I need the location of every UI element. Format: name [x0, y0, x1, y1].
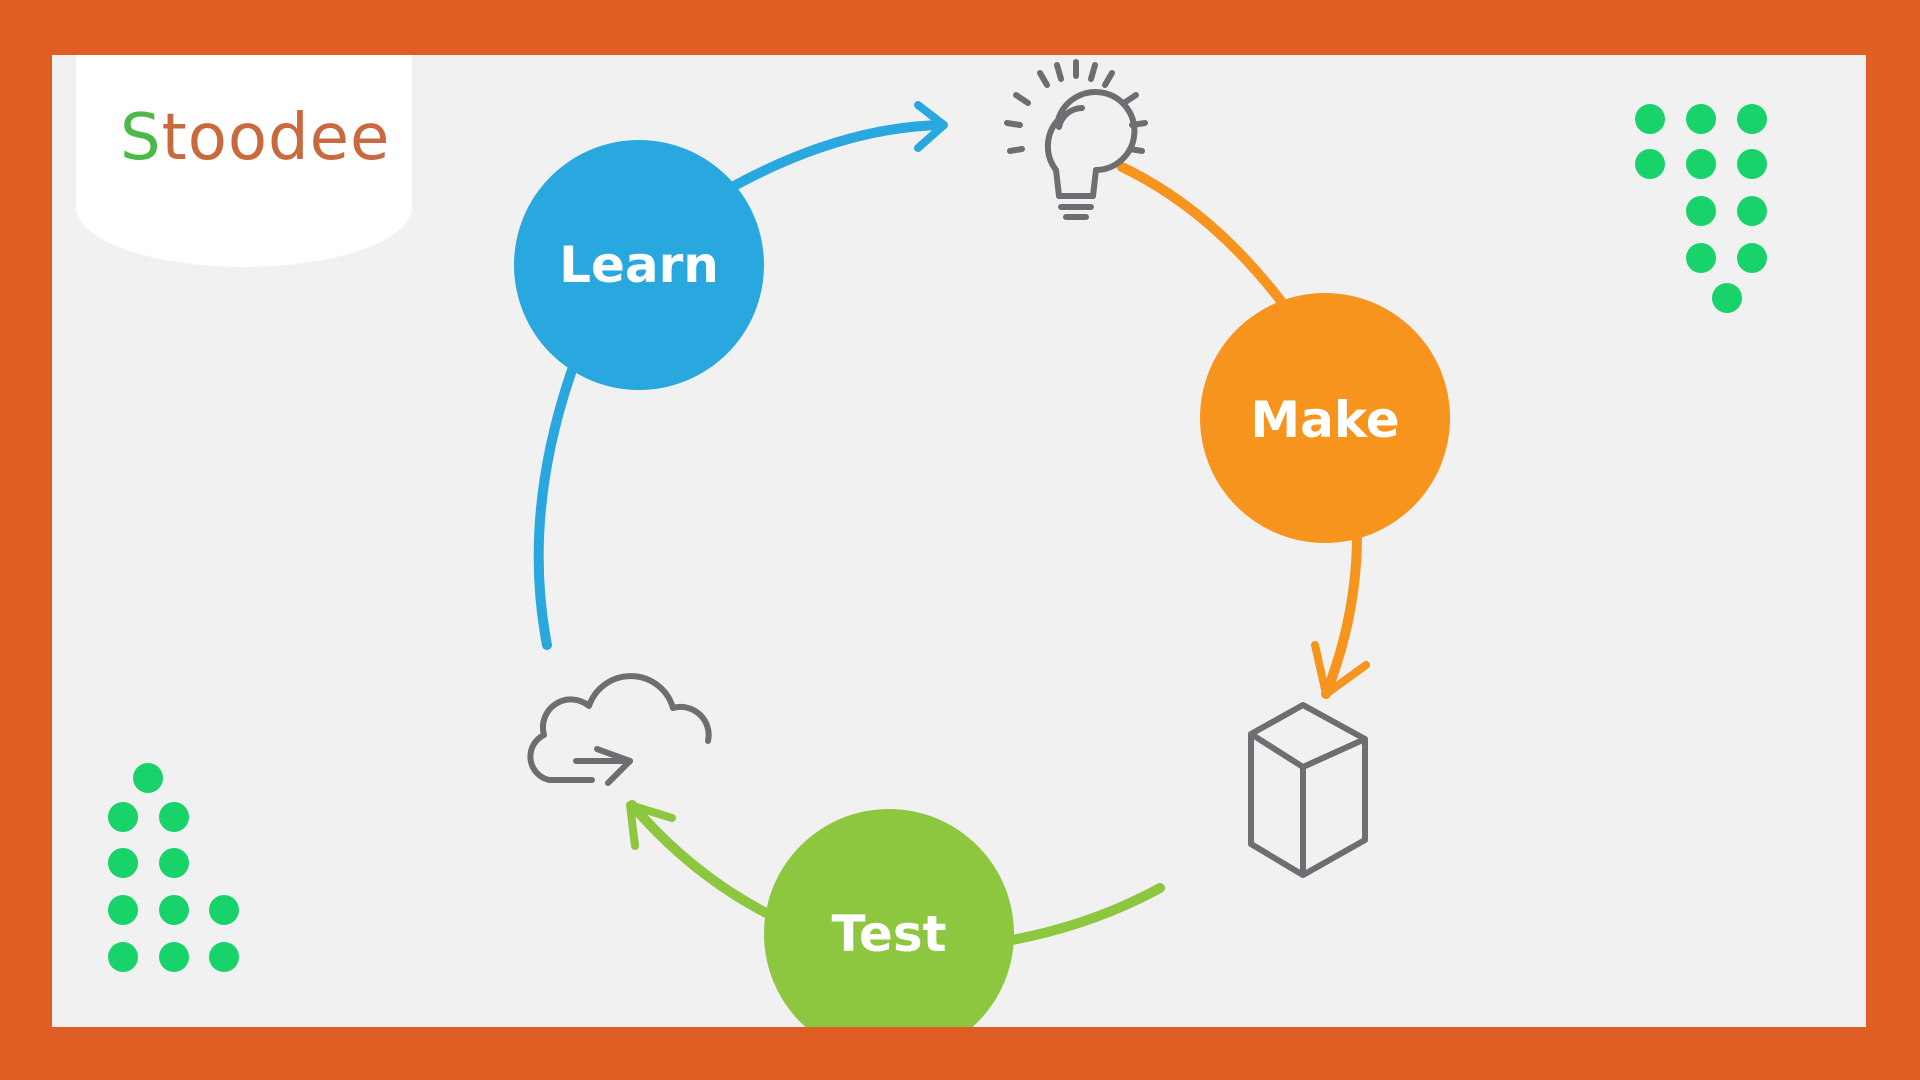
- cube-to-test-line: [1007, 883, 1165, 945]
- cloud-to-learn-line: [533, 365, 577, 650]
- learn-make-test-cycle: Learn Make Test: [108, 59, 1767, 1027]
- learn-to-idea-arrow: [727, 120, 947, 192]
- logo-card: Stoodee: [76, 55, 412, 267]
- test-label: Test: [831, 905, 946, 963]
- make-arrowhead: [1311, 641, 1370, 698]
- test-node: Test: [764, 809, 1014, 1027]
- make-to-cube-arrow: [1321, 530, 1362, 699]
- stoodee-logo: Stoodee: [120, 101, 391, 175]
- learn-circle: [514, 140, 764, 390]
- cube-icon: [1248, 702, 1368, 878]
- diagram-canvas: Stoodee: [52, 55, 1866, 1027]
- test-to-cloud-arrow: [627, 800, 775, 920]
- test-circle: [764, 809, 1014, 1027]
- idea-to-make-line: [1117, 162, 1289, 310]
- learn-arrowhead: [914, 101, 948, 152]
- dot-grid-bottom-left: [108, 763, 239, 972]
- make-node: Make: [1200, 293, 1450, 543]
- learn-node: Learn: [514, 140, 764, 390]
- dot-grid-top-right: [1635, 104, 1767, 313]
- lightbulb-icon: [1004, 59, 1148, 220]
- learn-label: Learn: [559, 236, 719, 294]
- test-arrowhead: [626, 801, 676, 850]
- cloud-upload-icon: [527, 673, 712, 786]
- make-circle: [1200, 293, 1450, 543]
- make-label: Make: [1250, 391, 1399, 449]
